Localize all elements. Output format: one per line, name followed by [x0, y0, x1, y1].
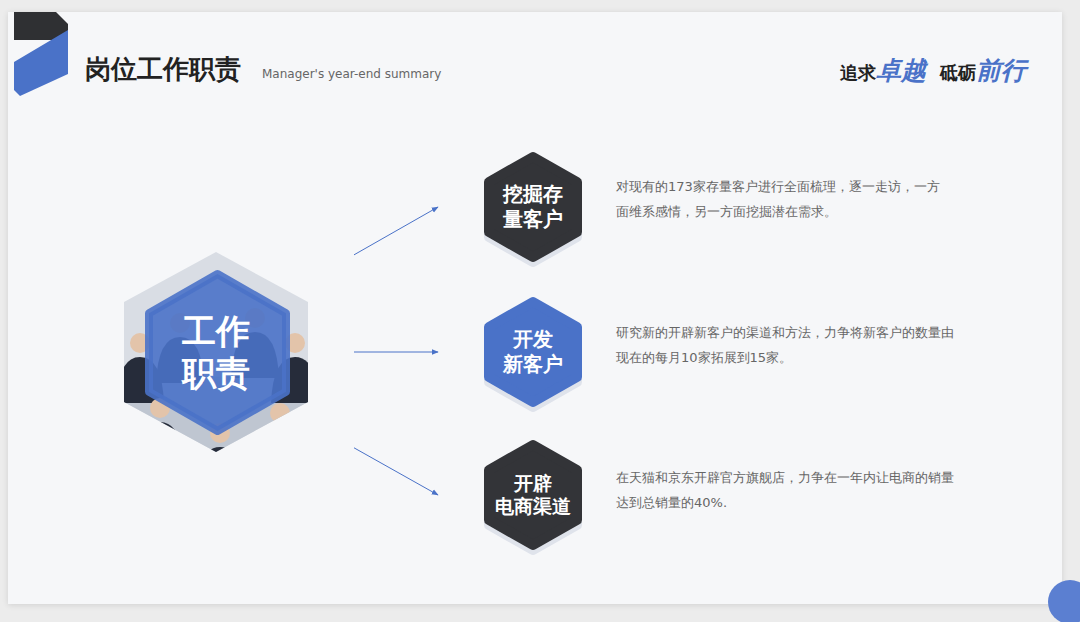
node-heading: 开辟 电商渠道 — [493, 472, 573, 519]
person-suit — [196, 447, 244, 493]
node-description: 在天猫和京东开辟官方旗舰店，力争在一年内让电商的销量达到总销量的40%. — [616, 465, 961, 515]
logo-blue — [14, 30, 68, 96]
person-suit — [256, 427, 304, 473]
subtitle: Manager's year-end summary — [262, 67, 441, 81]
node-heading: 工作 职责 — [177, 310, 255, 395]
node-description: 对现有的173家存量客户进行全面梳理，逐一走访，一方面维系感情，另一方面挖掘潜在… — [616, 174, 951, 224]
hexagon-fill — [489, 157, 577, 257]
hexagon-fill — [489, 302, 577, 402]
slogan-word: 追求 — [840, 61, 876, 85]
meeting-photo — [116, 248, 319, 493]
slogan-word: 卓越 — [876, 54, 926, 87]
person-suit — [136, 422, 184, 468]
node-heading: 挖掘存 量客户 — [500, 182, 566, 232]
arrow-connector — [354, 207, 438, 255]
blue-hexagon — [149, 274, 286, 431]
duty-hexagon: 开辟 电商渠道在天猫和京东开辟官方旗舰店，力争在一年内让电商的销量达到总销量的4… — [484, 440, 582, 550]
slogan-word: 前行 — [976, 54, 1026, 87]
arrow-connector — [354, 352, 438, 353]
node-description: 研究新的开辟新客户的渠道和方法，力争将新客户的数量由现在的每月10家拓展到15家… — [616, 320, 961, 370]
hexagon-fill — [489, 445, 577, 545]
photo-ground — [120, 248, 312, 456]
duty-hexagon: 挖掘存 量客户对现有的173家存量客户进行全面梳理，逐一走访，一方面维系感情，另… — [484, 152, 582, 262]
center-hexagon: 工作 职责 — [120, 248, 312, 456]
arrow-connector — [354, 448, 438, 495]
duty-hexagon: 开发 新客户研究新的开辟新客户的渠道和方法，力争将新客户的数量由现在的每月10家… — [484, 297, 582, 407]
slogan-word: 砥砺 — [940, 61, 976, 85]
node-heading: 开发 新客户 — [500, 327, 566, 377]
hexagon-shape — [484, 440, 582, 550]
slide-title: 岗位工作职责 — [85, 52, 241, 87]
person-head — [270, 403, 290, 423]
corner-dot — [1048, 580, 1080, 622]
slogan: 追求卓越砥砺前行 — [840, 54, 1040, 87]
hexagon-shape — [120, 248, 312, 456]
